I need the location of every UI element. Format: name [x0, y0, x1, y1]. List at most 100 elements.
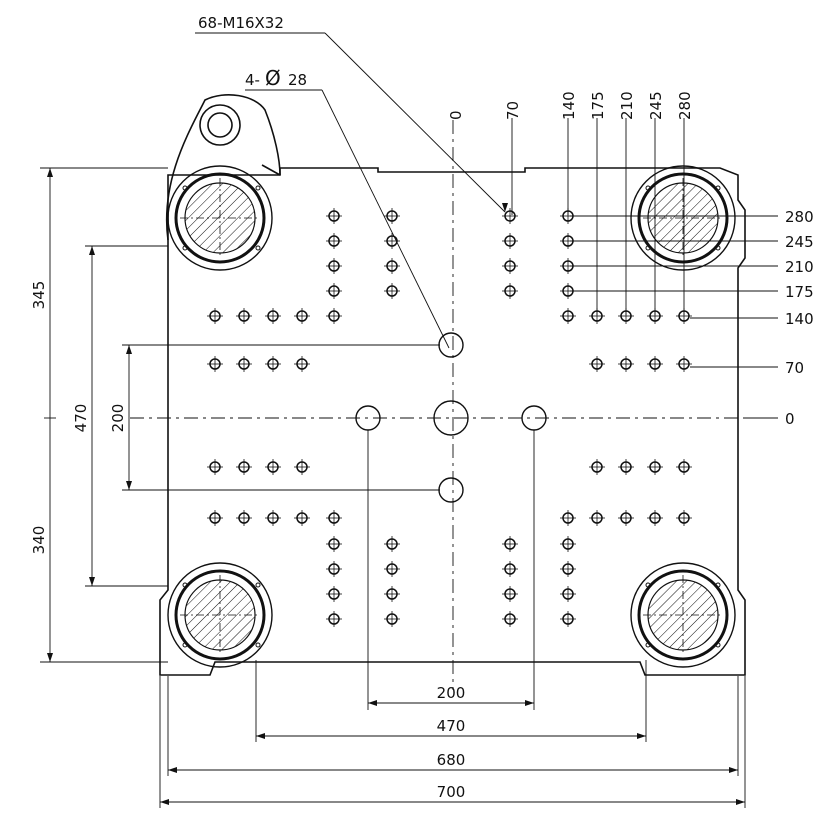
bolt-hole [207, 308, 223, 324]
right-label-0: 0 [785, 410, 795, 428]
arrowhead [637, 733, 646, 739]
bolt-hole [589, 356, 605, 372]
bolt-hole [326, 611, 342, 627]
bolt-hole [265, 459, 281, 475]
bolt-hole [265, 510, 281, 526]
bolt-hole [236, 308, 252, 324]
bolt-hole [384, 561, 400, 577]
bolt-hole [326, 258, 342, 274]
center-lines [130, 120, 775, 690]
dim-700: 700 [437, 783, 466, 801]
bolt-hole [647, 356, 663, 372]
bolt-hole [618, 459, 634, 475]
bolt-hole [384, 233, 400, 249]
arrowhead [736, 799, 745, 805]
bolt-hole [294, 459, 310, 475]
bolt-hole [618, 356, 634, 372]
bolt-hole [560, 308, 576, 324]
top-label-175: 175 [589, 91, 607, 120]
bolt-hole [236, 356, 252, 372]
tie-bar-bottom-left [167, 562, 273, 668]
bolt-hole [326, 561, 342, 577]
bolt-hole [384, 536, 400, 552]
bolt-hole [326, 308, 342, 324]
bolt-hole [236, 459, 252, 475]
right-label-280: 280 [785, 208, 814, 226]
top-label-210: 210 [618, 91, 636, 120]
bolt-hole [207, 356, 223, 372]
top-label-70: 70 [504, 101, 522, 120]
bolt-hole [384, 208, 400, 224]
arrowhead [368, 700, 377, 706]
bolt-hole [676, 510, 692, 526]
bolt-hole [326, 208, 342, 224]
arrowheads [47, 168, 745, 805]
bolt-hole [502, 611, 518, 627]
bolt-hole [647, 510, 663, 526]
arrowhead [256, 733, 265, 739]
arrowhead [160, 799, 169, 805]
arrowhead [47, 653, 53, 662]
tie-bar-bottom-right [630, 562, 736, 668]
bolt-hole [207, 510, 223, 526]
bolt-hole [384, 586, 400, 602]
bolt-hole [676, 459, 692, 475]
bolt-hole [265, 308, 281, 324]
arrowhead [729, 767, 738, 773]
dim-680: 680 [437, 751, 466, 769]
bolt-hole [502, 586, 518, 602]
right-leaders [570, 215, 778, 419]
callout-leaders [195, 32, 506, 349]
arrowhead [126, 345, 132, 354]
bottom-dimensions [159, 430, 746, 808]
platen-outline [159, 94, 746, 676]
bolt-hole [560, 510, 576, 526]
top-leaders [511, 118, 685, 315]
bolt-hole [647, 459, 663, 475]
hole-callout-value: 28 [288, 71, 307, 89]
bolt-hole [589, 459, 605, 475]
top-label-245: 245 [647, 91, 665, 120]
arrowhead [502, 203, 508, 212]
bolt-hole [326, 510, 342, 526]
bolt-hole [326, 233, 342, 249]
left-dimensions [40, 167, 440, 663]
hole-callout-prefix: 4- [245, 71, 260, 89]
bolt-hole [384, 611, 400, 627]
top-label-280: 280 [676, 91, 694, 120]
dim-470-vertical: 470 [72, 404, 90, 433]
right-label-245: 245 [785, 233, 814, 251]
bolt-hole [502, 283, 518, 299]
arrowhead [89, 246, 95, 255]
bolt-hole [236, 510, 252, 526]
diameter-icon: Ø [265, 66, 281, 90]
bolt-hole [502, 536, 518, 552]
bolt-hole [502, 208, 518, 224]
bolt-hole [560, 561, 576, 577]
arrowhead [525, 700, 534, 706]
dim-470-horizontal: 470 [437, 717, 466, 735]
bolt-hole [294, 308, 310, 324]
bolt-hole [589, 510, 605, 526]
bolt-hole [294, 356, 310, 372]
arrowhead [89, 577, 95, 586]
dim-200-vertical: 200 [109, 404, 127, 433]
bolt-hole [384, 283, 400, 299]
right-label-175: 175 [785, 283, 814, 301]
bolt-hole [326, 283, 342, 299]
bolt-hole [326, 586, 342, 602]
top-label-0: 0 [447, 110, 465, 120]
dim-200-horizontal: 200 [437, 684, 466, 702]
bolt-hole [676, 356, 692, 372]
bolt-hole [560, 611, 576, 627]
center-holes [355, 332, 547, 503]
bolt-hole-pattern [207, 208, 692, 627]
arrowhead [168, 767, 177, 773]
right-label-70: 70 [785, 359, 804, 377]
bolt-hole [502, 233, 518, 249]
arrowhead [47, 168, 53, 177]
dim-340: 340 [30, 526, 48, 555]
tie-bar-top-right [630, 165, 736, 271]
